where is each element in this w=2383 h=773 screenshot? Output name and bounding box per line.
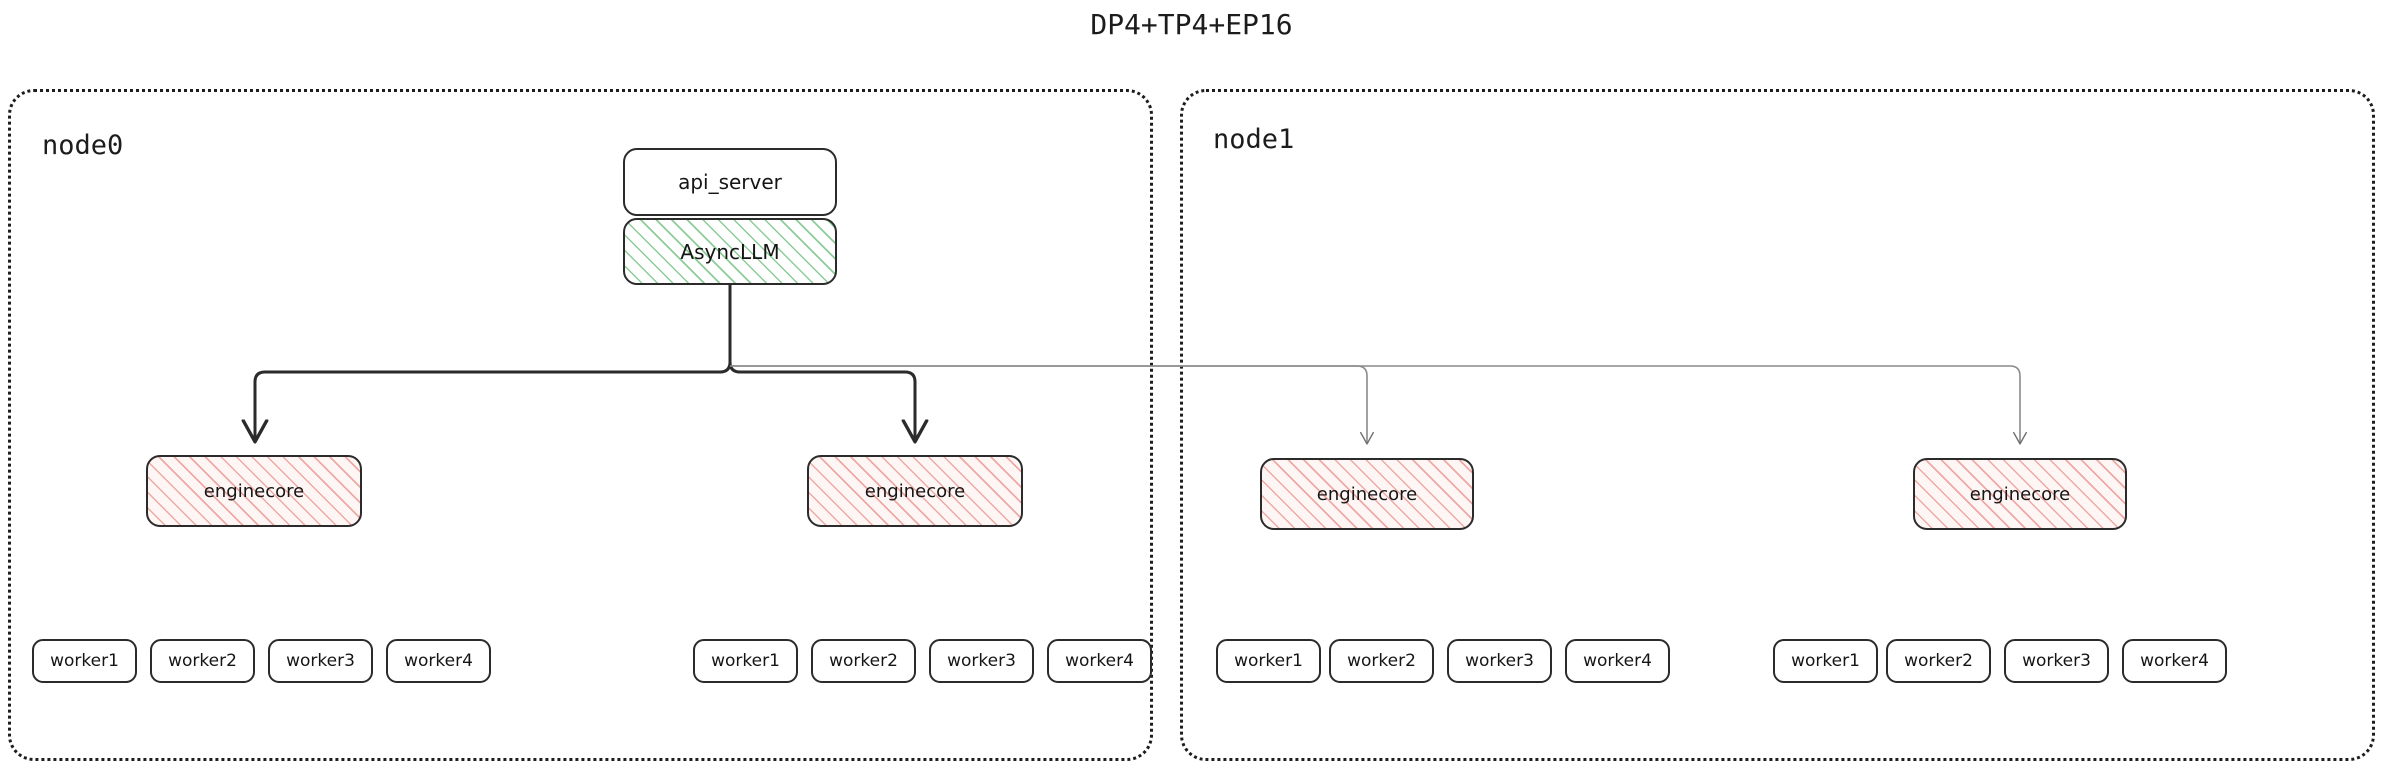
box-worker-label: worker2 [829, 651, 898, 671]
box-worker-label: worker4 [1583, 651, 1652, 671]
box-enginecore-label: enginecore [1969, 483, 2071, 505]
box-worker-label: worker2 [1904, 651, 1973, 671]
box-api-server[interactable]: api_server [623, 148, 837, 216]
box-worker-node1-1-3[interactable]: worker3 [2004, 639, 2109, 683]
box-worker-node0-0-1[interactable]: worker1 [32, 639, 137, 683]
box-worker-label: worker3 [1465, 651, 1534, 671]
box-worker-label: worker2 [1347, 651, 1416, 671]
box-worker-label: worker1 [711, 651, 780, 671]
box-worker-label: worker1 [50, 651, 119, 671]
box-enginecore-node0-0[interactable]: enginecore [146, 455, 362, 527]
box-worker-node0-0-3[interactable]: worker3 [268, 639, 373, 683]
box-worker-label: worker4 [1065, 651, 1134, 671]
box-worker-label: worker3 [286, 651, 355, 671]
box-worker-node1-1-2[interactable]: worker2 [1886, 639, 1991, 683]
box-worker-node1-1-4[interactable]: worker4 [2122, 639, 2227, 683]
box-worker-node0-1-3[interactable]: worker3 [929, 639, 1034, 683]
box-worker-node0-0-4[interactable]: worker4 [386, 639, 491, 683]
box-api-server-label: api_server [678, 170, 782, 194]
box-async-llm-label: AsyncLLM [680, 239, 780, 264]
box-enginecore-label: enginecore [203, 480, 305, 502]
node-label-node0: node0 [42, 130, 124, 161]
box-worker-label: worker4 [404, 651, 473, 671]
box-enginecore-node0-1[interactable]: enginecore [807, 455, 1023, 527]
box-worker-label: worker1 [1234, 651, 1303, 671]
node-label-node1: node1 [1213, 124, 1295, 155]
box-worker-node1-0-3[interactable]: worker3 [1447, 639, 1552, 683]
box-worker-node1-0-4[interactable]: worker4 [1565, 639, 1670, 683]
box-worker-node0-1-4[interactable]: worker4 [1047, 639, 1152, 683]
box-worker-label: worker3 [2022, 651, 2091, 671]
box-worker-label: worker1 [1791, 651, 1860, 671]
box-worker-node0-1-1[interactable]: worker1 [693, 639, 798, 683]
box-enginecore-node1-1[interactable]: enginecore [1913, 458, 2127, 530]
box-worker-label: worker2 [168, 651, 237, 671]
box-worker-node1-0-2[interactable]: worker2 [1329, 639, 1434, 683]
box-worker-node1-0-1[interactable]: worker1 [1216, 639, 1321, 683]
box-worker-label: worker4 [2140, 651, 2209, 671]
box-worker-node0-1-2[interactable]: worker2 [811, 639, 916, 683]
box-async-llm[interactable]: AsyncLLM [623, 218, 837, 285]
box-worker-node0-0-2[interactable]: worker2 [150, 639, 255, 683]
box-enginecore-node1-0[interactable]: enginecore [1260, 458, 1474, 530]
diagram-title: DP4+TP4+EP16 [1090, 8, 1293, 41]
box-enginecore-label: enginecore [1316, 483, 1418, 505]
box-worker-label: worker3 [947, 651, 1016, 671]
box-enginecore-label: enginecore [864, 480, 966, 502]
box-worker-node1-1-1[interactable]: worker1 [1773, 639, 1878, 683]
